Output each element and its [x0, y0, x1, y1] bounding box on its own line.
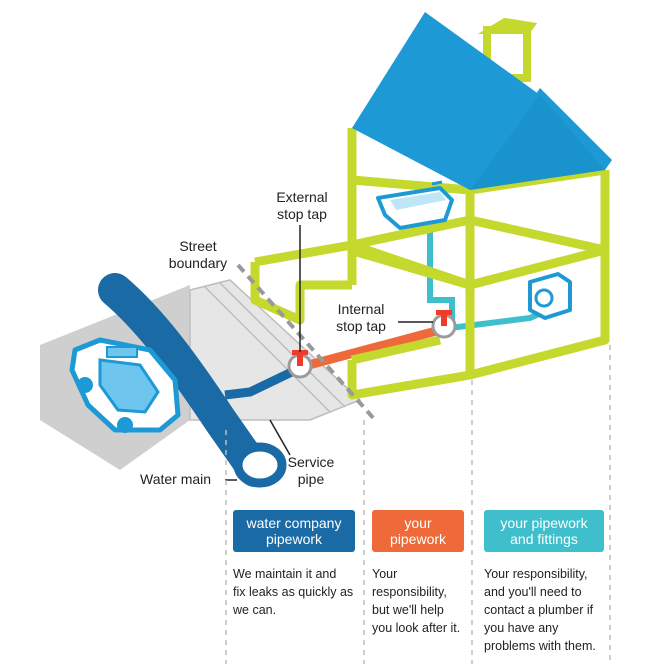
external-stop-tap-label: External stop tap	[276, 189, 328, 222]
water-company-pipework-box: water company pipework	[233, 510, 355, 552]
street-boundary-label: Street boundary	[168, 238, 228, 271]
street-boundary-line	[236, 263, 377, 422]
service-pipe	[224, 363, 302, 400]
house-frame	[250, 128, 610, 400]
your-pipework-pipe	[303, 325, 442, 371]
external-stop-tap-icon	[287, 350, 313, 379]
sink-icon	[376, 180, 454, 230]
water-main-pipe	[98, 273, 272, 487]
your-fittings-description: Your responsibility, and you'll need to …	[484, 567, 596, 653]
internal-stop-tap-icon	[431, 310, 457, 339]
service-pipe-label: Service pipe	[287, 454, 335, 487]
washing-machine-icon	[528, 272, 572, 320]
roof	[352, 12, 612, 190]
your-fittings-box: your pipework and fittings	[484, 510, 604, 552]
your-pipework-box: your pipework	[372, 510, 464, 552]
car-icon	[69, 337, 181, 433]
water-main-end	[233, 442, 287, 488]
your-pipework-description: Your responsibility, but we'll help you …	[372, 567, 461, 635]
water-company-description: We maintain it and fix leaks as quickly …	[233, 567, 354, 617]
internal-stop-tap-label: Internal stop tap	[336, 301, 386, 334]
water-main-label: Water main	[140, 471, 212, 487]
